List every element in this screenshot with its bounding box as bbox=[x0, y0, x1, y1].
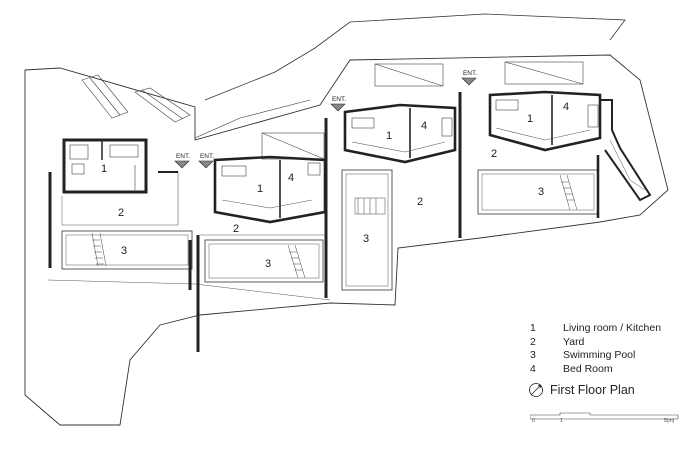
room-number-yard: 2 bbox=[417, 196, 423, 208]
room-number-living: 1 bbox=[386, 130, 392, 142]
unit-c bbox=[341, 92, 462, 291]
scale-label-1: 1 bbox=[560, 418, 563, 424]
room-number-pool: 3 bbox=[265, 258, 271, 270]
ground-line bbox=[47, 279, 331, 301]
unit-d bbox=[477, 90, 652, 218]
road-line bbox=[204, 13, 626, 101]
entrance-label-2: ENT. bbox=[200, 153, 214, 160]
scale-label-0: 0 bbox=[532, 418, 535, 424]
room-number-bed: 4 bbox=[288, 172, 294, 184]
room-number-bed: 4 bbox=[421, 120, 427, 132]
legend-item-label: Yard bbox=[563, 335, 585, 348]
scale-label-5m: 5(m) bbox=[664, 418, 675, 424]
site-boundary bbox=[24, 54, 669, 426]
entrance-label-4: ENT. bbox=[463, 70, 477, 77]
north-arrow-icon bbox=[529, 383, 543, 397]
entrance-label-3: ENT. bbox=[332, 96, 346, 103]
room-number-pool: 3 bbox=[538, 186, 544, 198]
room-number-living: 1 bbox=[257, 183, 263, 195]
scale-bar: 0 1 5(m) bbox=[529, 408, 680, 428]
skylights bbox=[81, 61, 584, 160]
entrance-label-1: ENT. bbox=[176, 153, 190, 160]
legend-item-label: Swimming Pool bbox=[563, 349, 636, 361]
room-number-living: 1 bbox=[527, 113, 533, 125]
entrance-markers bbox=[174, 77, 477, 169]
room-number-yard: 2 bbox=[118, 207, 124, 219]
plan-title-block: First Floor Plan bbox=[528, 382, 635, 398]
room-number-yard: 2 bbox=[233, 223, 239, 235]
plan-title: First Floor Plan bbox=[550, 383, 635, 397]
room-number-living: 1 bbox=[101, 163, 107, 175]
room-number-bed: 4 bbox=[563, 101, 569, 113]
legend-item-label: Living room / Kitchen bbox=[563, 322, 662, 334]
legend-item-label: Bed Room bbox=[563, 362, 613, 375]
unit-a bbox=[48, 138, 193, 290]
room-number-pool: 3 bbox=[363, 233, 369, 245]
room-number-pool: 3 bbox=[121, 245, 127, 257]
room-number-yard: 2 bbox=[491, 148, 497, 160]
unit-b bbox=[196, 118, 328, 352]
scale-bar-graphic bbox=[529, 412, 679, 420]
road-edge bbox=[194, 99, 311, 139]
